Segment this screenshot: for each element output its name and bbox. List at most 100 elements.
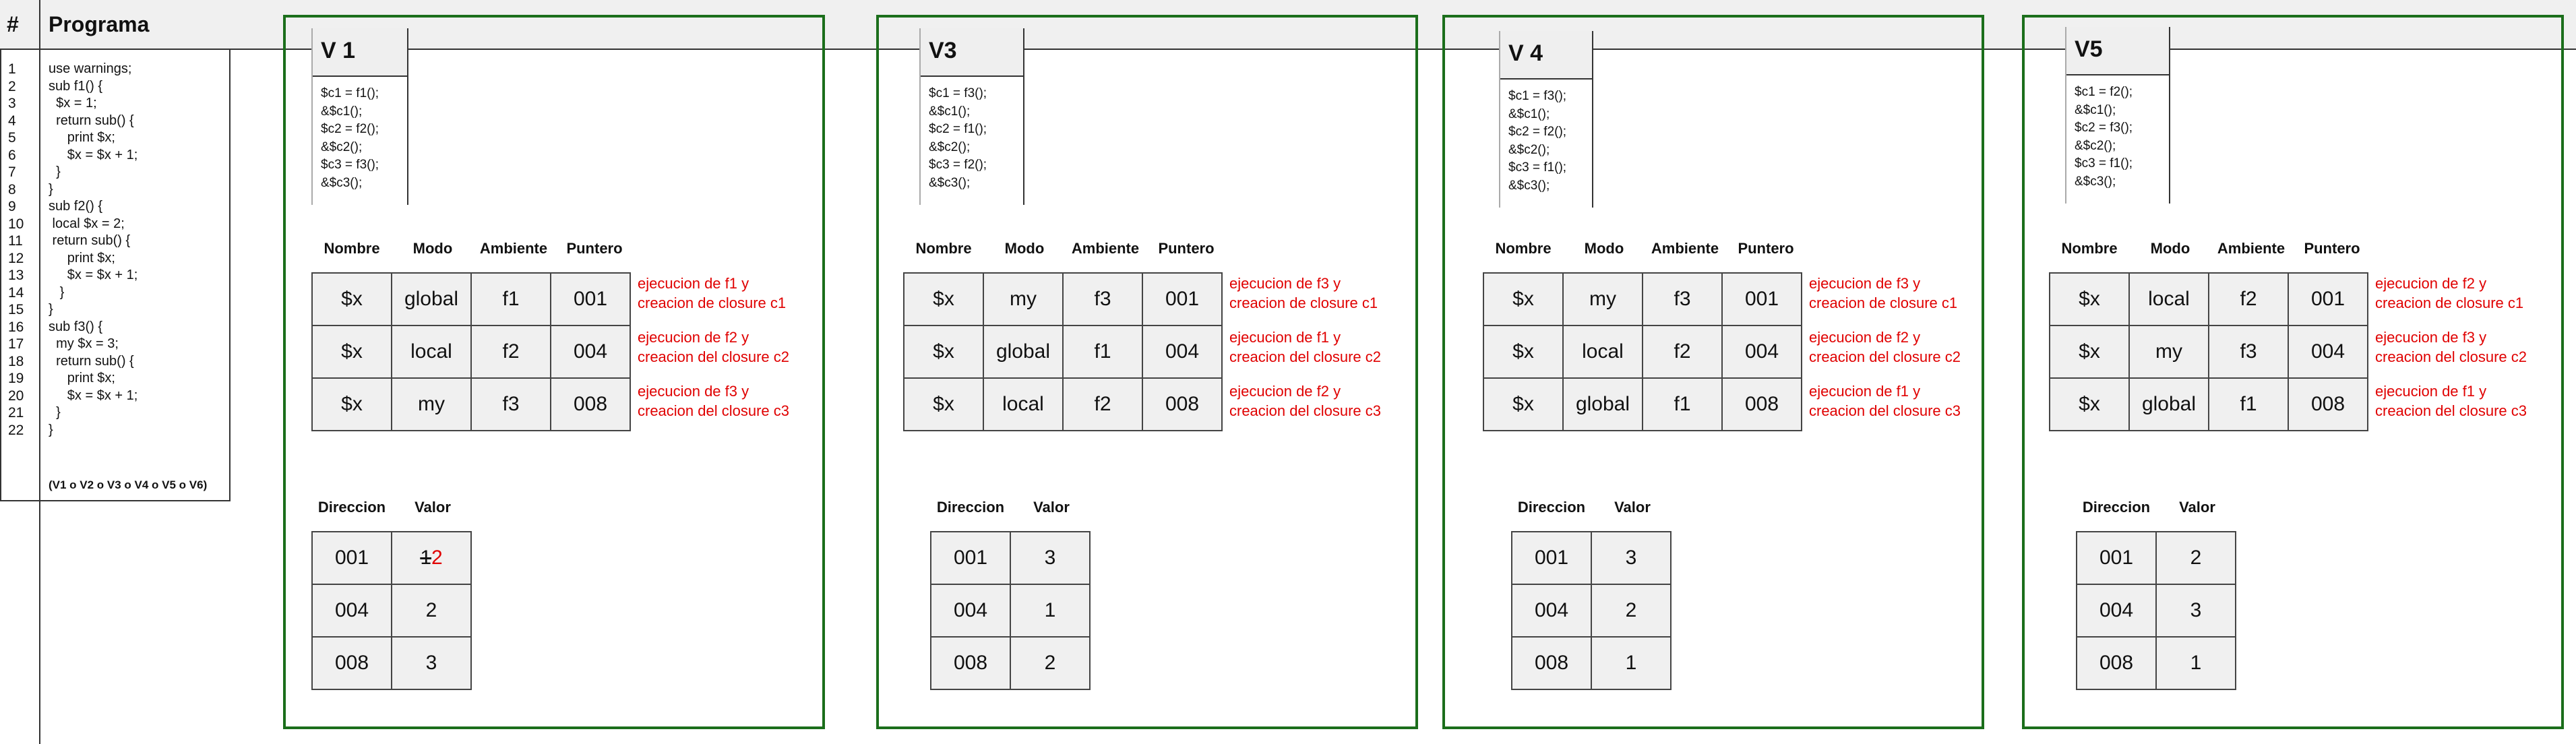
version-header — [921, 28, 1023, 77]
code-line: print $x; — [49, 130, 115, 145]
table-cell: global — [391, 272, 472, 326]
table-cell: $x — [903, 272, 984, 326]
version-code-line: $c1 = f3(); — [1508, 89, 1567, 103]
memory-value: 12 — [391, 531, 472, 585]
version-code-line: $c2 = f3(); — [2075, 121, 2133, 135]
column-header-modo: Modo — [1584, 240, 1624, 257]
memory-value: 3 — [1010, 531, 1091, 585]
annotation-line: creacion de closure c1 — [1229, 294, 1378, 311]
line-number-header: # — [7, 12, 19, 36]
line-number: 20 — [8, 388, 24, 404]
version-title: V3 — [929, 38, 957, 63]
table-cell: my — [983, 272, 1064, 326]
program-note: (V1 o V2 o V3 o V4 o V5 o V6) — [49, 478, 208, 491]
annotation-line: creacion del closure c3 — [1229, 402, 1382, 419]
table-cell: local — [1562, 325, 1643, 379]
line-number: 10 — [8, 216, 24, 232]
column-header-modo: Modo — [2150, 240, 2190, 257]
memory-address: 001 — [1511, 531, 1592, 585]
memory-address: 004 — [930, 584, 1011, 638]
table-cell: f1 — [1062, 325, 1143, 379]
annotation-line: ejecucion de f1 y — [1229, 329, 1341, 346]
column-header-ambiente: Ambiente — [1071, 240, 1140, 257]
table-cell: my — [2128, 325, 2209, 379]
table-cell: f3 — [470, 377, 551, 431]
column-header-modo: Modo — [412, 240, 453, 257]
code-line: $x = $x + 1; — [49, 388, 138, 403]
version-code-line: $c1 = f2(); — [2075, 85, 2133, 99]
table-cell: $x — [311, 377, 392, 431]
version-code-line: &$c2(); — [929, 140, 971, 154]
table-cell: f2 — [1642, 325, 1723, 379]
version-code-line: $c1 = f3(); — [929, 86, 987, 100]
memory-address: 008 — [930, 636, 1011, 690]
table-cell: 004 — [2288, 325, 2368, 379]
code-line: } — [49, 284, 65, 300]
old-value: 1 — [420, 547, 431, 569]
annotation-line: creacion del closure c3 — [2375, 402, 2527, 419]
table-cell: global — [1562, 377, 1643, 431]
annotation-line: ejecucion de f2 y — [1229, 383, 1341, 400]
annotation-line: creacion del closure c3 — [1809, 402, 1961, 419]
line-number: 2 — [8, 78, 16, 94]
memory-value: 2 — [1591, 584, 1672, 638]
annotation-line: ejecucion de f3 y — [1229, 275, 1341, 292]
code-line: my $x = 3; — [49, 336, 119, 351]
version-code-line: &$c1(); — [2075, 102, 2116, 117]
table-cell: 001 — [550, 272, 631, 326]
column-header-modo: Modo — [1004, 240, 1045, 257]
code-line: return sub() { — [49, 113, 134, 128]
table-cell: local — [2128, 272, 2209, 326]
table-cell: $x — [903, 377, 984, 431]
table-cell: f1 — [2208, 377, 2289, 431]
code-line: local $x = 2; — [49, 216, 125, 231]
version-code-line: $c2 = f2(); — [1508, 125, 1567, 139]
annotation-line: creacion de closure c1 — [2375, 294, 2524, 311]
version-code-line: $c3 = f1(); — [1508, 160, 1567, 175]
memory-address: 004 — [2076, 584, 2157, 638]
annotation-line: ejecucion de f1 y — [638, 275, 749, 292]
memory-value: 3 — [1591, 531, 1672, 585]
version-code-line: &$c3(); — [929, 175, 971, 190]
memory-address: 008 — [1511, 636, 1592, 690]
column-header-nombre: Nombre — [915, 240, 972, 257]
table-cell: f1 — [470, 272, 551, 326]
table-cell: $x — [2049, 325, 2130, 379]
version-code-box: V 1$c1 = f1();&$c1();$c2 = f2();&$c2();$… — [311, 28, 408, 205]
code-line: } — [49, 181, 53, 197]
version-code-line: $c3 = f3(); — [321, 158, 379, 172]
code-line: use warnings; — [49, 61, 132, 76]
column-header-puntero: Puntero — [566, 240, 623, 257]
memory-value: 3 — [2155, 584, 2236, 638]
line-number: 18 — [8, 353, 24, 369]
version-code-line: &$c1(); — [1508, 106, 1550, 121]
closure-annotation: ejecucion de f3 y creacion de closure c1 — [1229, 274, 1378, 313]
line-number: 19 — [8, 371, 24, 386]
version-code-line: &$c2(); — [2075, 138, 2116, 153]
annotation-line: creacion del closure c2 — [2375, 348, 2527, 365]
table-cell: f1 — [1642, 377, 1723, 431]
line-number: 12 — [8, 250, 24, 266]
line-number: 17 — [8, 336, 24, 352]
table-cell: 001 — [2288, 272, 2368, 326]
table-cell: 004 — [1142, 325, 1223, 379]
table-cell: global — [983, 325, 1064, 379]
version-panel-v1: V 1$c1 = f1();&$c1();$c2 = f2();&$c2();$… — [283, 15, 825, 729]
line-number: 22 — [8, 422, 24, 438]
memory-address: 001 — [311, 531, 392, 585]
code-line: print $x; — [49, 250, 115, 266]
table-cell: $x — [2049, 377, 2130, 431]
code-line: } — [49, 422, 53, 437]
